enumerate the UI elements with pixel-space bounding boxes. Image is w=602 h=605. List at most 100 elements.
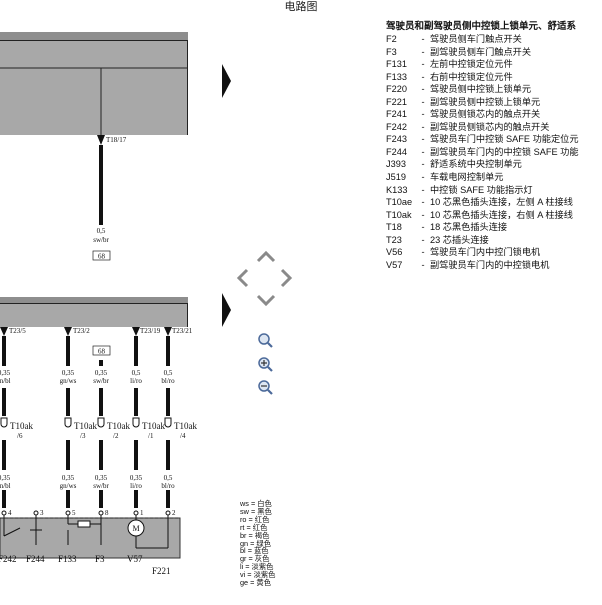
chevron-down-icon[interactable]: [256, 294, 276, 307]
legend-description: 23 芯插头连接: [430, 234, 489, 245]
legend-dash: -: [421, 71, 425, 82]
legend-title: 驾驶员和副驾驶员侧中控锁上锁单元、舒适系: [386, 21, 577, 32]
terminal-label: 1: [140, 509, 144, 517]
magnifier-icon[interactable]: [258, 333, 273, 348]
legend-code: F220: [386, 84, 407, 95]
legend-dash: -: [421, 96, 425, 107]
wire-size-label: 0,35: [0, 369, 11, 377]
legend-dash: -: [421, 184, 425, 195]
wire-size-label: 0,35: [62, 474, 75, 482]
terminal-label: 3: [40, 509, 44, 517]
legend-code: F241: [386, 109, 407, 120]
color-key-item: li = 淡紫色: [240, 562, 274, 572]
wire-color-label: li/ro: [130, 377, 142, 385]
plug-connector: T10ak /6: [0, 417, 33, 440]
plug-connector: T10ak /2: [97, 417, 130, 440]
legend-dash: -: [421, 121, 425, 132]
legend-description: 副驾驶员车门内的中控锁电机: [430, 259, 550, 270]
wire-color-label: li/ro: [130, 482, 142, 490]
wire-labels-upper: 0,35 rn/bl 0,35 gn/ws 0,35 sw/br 0,5 li/…: [0, 369, 175, 385]
wire-size-label: 0,35: [95, 474, 108, 482]
legend-dash: -: [421, 134, 425, 145]
legend-dash: -: [421, 84, 425, 95]
connector-label: T23/19: [140, 327, 161, 335]
wire-color-label: rn/bl: [0, 482, 11, 490]
color-key-item: gn = 绿色: [240, 538, 272, 548]
plug-name: T10ak: [10, 421, 33, 431]
plug-name: T10ak: [74, 421, 97, 431]
wire-size-label: 0,35: [0, 474, 11, 482]
plug-pin: /1: [148, 432, 154, 440]
legend-item: F3-副驾驶员侧车门触点开关: [386, 46, 579, 59]
legend-dash: -: [421, 159, 425, 170]
plug-connector: T10ak /3: [64, 417, 97, 440]
legend-description: 副驾驶员侧车门触点开关: [430, 46, 532, 57]
next-page-arrow-bottom[interactable]: [222, 293, 231, 327]
legend-item: V56-驾驶员车门内中控门锁电机: [386, 246, 579, 259]
legend-description: 10 芯黑色插头连接，左侧 A 柱接线: [430, 197, 573, 208]
wire-size-label: 0,35: [130, 474, 143, 482]
legend-code: V56: [386, 247, 403, 258]
next-page-arrow-top[interactable]: [222, 64, 231, 98]
connector-label: T23/5: [9, 327, 26, 335]
legend-dash: -: [421, 34, 425, 44]
plug-name: T10ak: [174, 421, 197, 431]
legend-code: J519: [386, 172, 406, 183]
component-label: F242: [0, 554, 17, 564]
connector-label: T23/2: [73, 327, 90, 335]
legend-item: K133-中控锁 SAFE 功能指示灯: [386, 184, 579, 197]
color-key-item: br = 褐色: [240, 530, 270, 540]
legend-item: F2-驾驶员侧车门触点开关: [386, 33, 579, 46]
control-unit-box-bottom: [0, 297, 188, 327]
legend-code: F3: [386, 46, 397, 57]
legend-code: T10ak: [386, 209, 412, 220]
legend-item: F244-副驾驶员车门内的中控锁 SAFE 功能: [386, 146, 579, 159]
legend-description: 副驾驶员侧锁芯内的触点开关: [430, 121, 550, 132]
wire-color-label: bl/ro: [161, 377, 175, 385]
legend-description: 10 芯黑色插头连接，右侧 A 柱接线: [430, 209, 573, 220]
terminal-label: 5: [72, 509, 76, 517]
plug-connector: T10ak /1: [132, 417, 165, 440]
legend-dash: -: [421, 234, 425, 245]
legend-description: 驾驶员车门中控锁 SAFE 功能定位元: [430, 134, 579, 145]
control-unit-box-top: [0, 32, 188, 135]
color-key-item: ro = 红色: [240, 514, 270, 524]
wire-color-label: sw/br: [93, 236, 109, 244]
chevron-up-icon[interactable]: [256, 250, 276, 263]
color-key-item: vi = 淡紫色: [240, 570, 276, 580]
legend-description: 副驾驶员车门内的中控锁 SAFE 功能: [430, 146, 579, 157]
legend-code: F131: [386, 59, 407, 70]
color-key-item: bl = 蓝色: [240, 546, 269, 556]
wire-size-label: 0,35: [95, 369, 108, 377]
zoom-out-icon[interactable]: [258, 380, 273, 395]
legend-dash: -: [421, 209, 425, 220]
legend-code: F244: [386, 146, 407, 157]
legend-item: T23 -23 芯插头连接: [386, 234, 579, 247]
plug-name: T10ak: [107, 421, 130, 431]
legend-item: F242-副驾驶员侧锁芯内的触点开关: [386, 121, 579, 134]
legend-description: 舒适系统中央控制单元: [430, 159, 522, 170]
wire-color-label: gn/ws: [60, 482, 77, 490]
wire-bundle: [0, 327, 172, 508]
terminal-label: 2: [172, 509, 176, 517]
terminal-label: 4: [8, 509, 12, 517]
legend-code: F221: [386, 96, 407, 107]
component-label: F133: [58, 554, 77, 564]
chevron-right-icon[interactable]: [280, 268, 293, 288]
wire-color-label: gn/ws: [60, 377, 77, 385]
legend-description: 驾驶员侧锁芯内的触点开关: [430, 109, 541, 120]
zoom-in-icon[interactable]: [258, 357, 273, 372]
chevron-left-icon[interactable]: [236, 268, 249, 288]
wire-color-label: sw/br: [93, 482, 109, 490]
color-key-item: sw = 黑色: [240, 506, 272, 516]
legend-item: V57-副驾驶员车门内的中控锁电机: [386, 259, 579, 272]
legend-item: J393-舒适系统中央控制单元: [386, 158, 579, 171]
legend-dash: -: [421, 109, 425, 120]
wire-color-label: rn/bl: [0, 377, 11, 385]
plug-connectors: T10ak /6 T10ak /3 T10ak /2 T10ak /1 T10a…: [0, 417, 197, 440]
legend-code: T10ae: [386, 197, 413, 208]
legend-code: V57: [386, 259, 403, 270]
legend-dash: -: [421, 222, 425, 233]
legend-code: T23: [386, 234, 402, 245]
